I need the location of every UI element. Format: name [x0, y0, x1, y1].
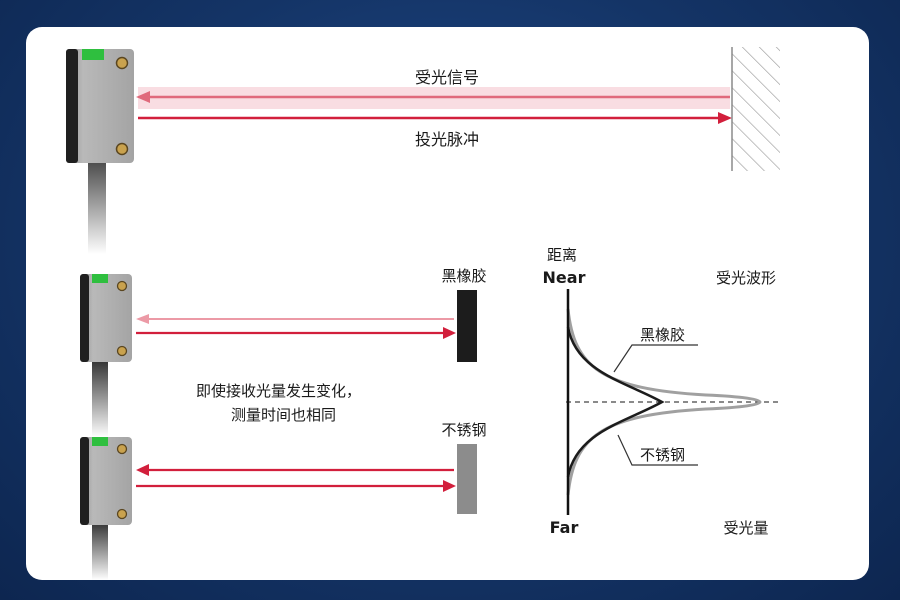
sensor-cable: [88, 144, 106, 254]
indicator-led-icon: [92, 274, 108, 283]
near-label: Near: [543, 268, 586, 287]
stainless-label: 不锈钢: [441, 421, 486, 439]
screw-icon: [115, 142, 129, 156]
received-signal-label: 受光信号: [415, 68, 479, 87]
sensor-body: [66, 49, 134, 163]
screw-icon: [116, 443, 128, 455]
waveform-graph: 距离 Near Far 受光波形 受光量 黑橡胶 不锈钢: [543, 246, 778, 537]
top-beams: 受光信号 投光脉冲: [136, 68, 732, 149]
arrow-left-icon: [136, 464, 149, 476]
black-rubber-target: [457, 290, 477, 362]
indicator-led-icon: [92, 437, 108, 446]
emitted-pulse-label: 投光脉冲: [415, 130, 479, 149]
sensor-side: [80, 437, 89, 525]
target-wall: [731, 47, 780, 171]
sensor-body: [80, 437, 132, 525]
arrow-left-icon: [136, 314, 149, 324]
stainless-curve-label: 不锈钢: [640, 446, 685, 464]
stainless-callout-line: [617, 434, 698, 466]
wall-hatch: [732, 47, 780, 171]
stainless-target: [457, 444, 477, 514]
black-rubber-curve-label: 黑橡胶: [640, 326, 685, 344]
middle-beams: 黑橡胶: [136, 267, 487, 362]
sensor-body: [80, 274, 132, 362]
top-sensor: [66, 49, 134, 254]
sensor-side: [66, 49, 78, 163]
screw-icon: [116, 508, 128, 520]
screw-icon: [115, 56, 129, 70]
black-rubber-callout-line: [613, 344, 698, 373]
indicator-led-icon: [82, 49, 104, 60]
arrow-right-icon: [443, 327, 456, 339]
distance-axis-label: 距离: [547, 246, 577, 264]
sensor-side: [80, 274, 89, 362]
far-label: Far: [550, 518, 579, 537]
bottom-beams: 不锈钢: [136, 421, 487, 514]
black-rubber-waveform: [566, 326, 665, 478]
tof-diagram: 受光信号 投光脉冲 黑橡胶 即使接收光量发生变化， 测量时间也相同: [66, 47, 780, 580]
screw-icon: [116, 345, 128, 357]
arrow-right-icon: [443, 480, 456, 492]
bottom-sensor: [80, 437, 132, 580]
arrow-right-icon: [718, 112, 732, 124]
waveform-title: 受光波形: [716, 269, 776, 287]
sensor-cable: [92, 520, 108, 580]
diagram-card: 受光信号 投光脉冲 黑橡胶 即使接收光量发生变化， 测量时间也相同: [26, 27, 869, 580]
black-rubber-label: 黑橡胶: [441, 267, 486, 285]
amount-axis-label: 受光量: [723, 519, 768, 537]
screw-icon: [116, 280, 128, 292]
sensor-cable: [92, 357, 108, 437]
note-line2: 测量时间也相同: [231, 406, 336, 424]
note-line1: 即使接收光量发生变化，: [196, 382, 361, 400]
arrow-left-icon: [136, 91, 150, 103]
middle-sensor: [80, 274, 132, 437]
